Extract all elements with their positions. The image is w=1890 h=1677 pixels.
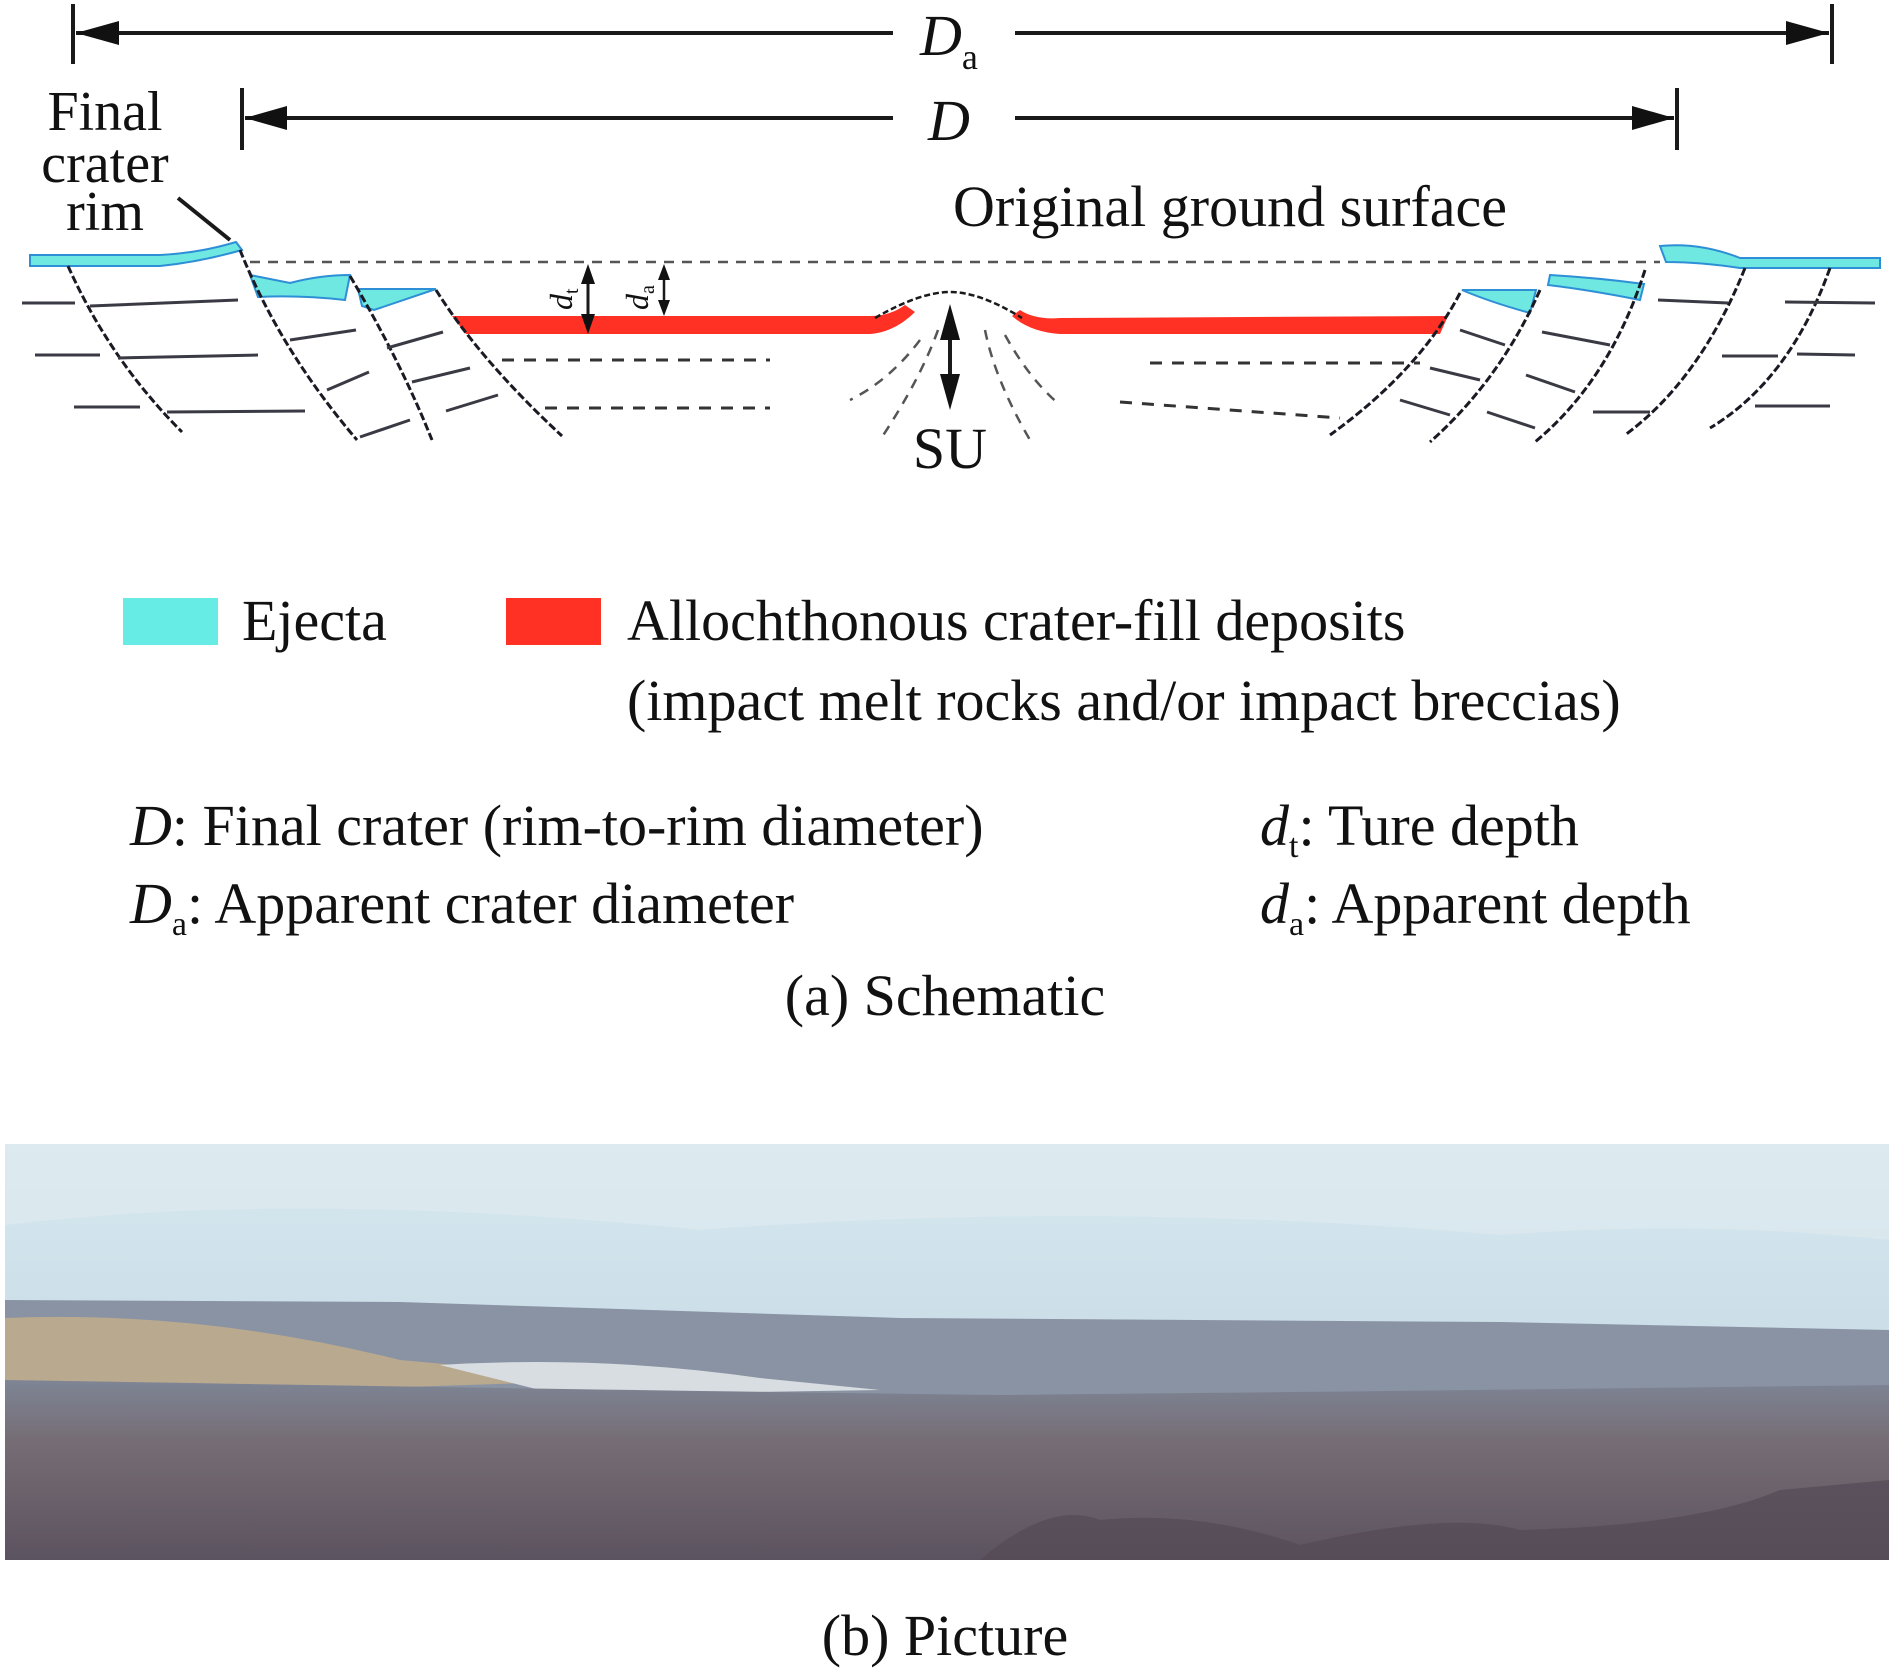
final-crater-rim-label: Final crater rim — [41, 81, 232, 243]
dt-label: dt — [543, 288, 583, 310]
ejecta-right-step2 — [1461, 289, 1538, 315]
layer-l3b — [166, 409, 306, 414]
da-right-arrowhead — [1786, 21, 1829, 45]
caption-a: (a) Schematic — [785, 963, 1105, 1028]
legend-swatch-crater-fill — [506, 598, 601, 645]
dt-arrow-down — [581, 314, 595, 334]
layer-r2 — [1429, 366, 1481, 382]
fault-l3 — [348, 275, 434, 441]
photo-clouds — [5, 1144, 1889, 1240]
central-uplift-dashes — [849, 329, 1061, 441]
crater-fill-right — [1012, 310, 1448, 334]
layer-l4 — [289, 328, 357, 342]
da-label: Da — [919, 3, 978, 77]
definitions: D: Final crater (rim-to-rim diameter) Da… — [129, 793, 1691, 943]
uplift-dash-4 — [1003, 334, 1061, 406]
fault-l2 — [238, 249, 359, 441]
ejecta-left-step1 — [248, 273, 352, 302]
layer-l6 — [359, 418, 411, 439]
definition-da-depth: da: Apparent depth — [1260, 871, 1691, 943]
da-arrow-up — [658, 264, 670, 280]
definition-d: D: Final crater (rim-to-rim diameter) — [129, 793, 984, 858]
d-left-arrowhead — [245, 106, 287, 130]
fault-blocks-left — [22, 249, 564, 441]
ejecta-right — [1461, 244, 1881, 315]
layer-r9 — [1796, 352, 1856, 357]
apparent-depth-arrow: da — [619, 264, 670, 316]
central-peak-outline — [874, 290, 1023, 320]
true-depth-arrow: dt — [543, 264, 595, 334]
fault-l1 — [66, 265, 184, 434]
su-arrow-up — [940, 304, 960, 340]
legend-label-crater-fill: Allochthonous crater-fill deposits — [627, 588, 1405, 653]
su-arrow — [940, 304, 960, 410]
layer-l1b — [89, 298, 239, 308]
layer-r3 — [1399, 398, 1451, 417]
original-ground-surface-label: Original ground surface — [953, 174, 1507, 239]
layer-r1 — [1459, 328, 1506, 347]
crater-photo — [5, 1144, 1889, 1560]
fault-l4 — [434, 289, 564, 438]
layer-r4 — [1541, 330, 1611, 347]
crater-fill-deposits — [452, 305, 1448, 334]
ejecta-right-outer — [1658, 244, 1881, 269]
layer-r10 — [1784, 300, 1876, 305]
legend-label-ejecta: Ejecta — [242, 588, 387, 653]
crater-fill-left — [452, 305, 915, 334]
ejecta-left-outer — [29, 240, 244, 267]
layer-r6 — [1486, 410, 1536, 430]
definition-da: Da: Apparent crater diameter — [129, 871, 794, 943]
dt-arrow-up — [581, 264, 595, 284]
photo-left-bluff — [5, 1316, 620, 1400]
apparent-diameter-dimension: Da — [71, 3, 1834, 77]
photo-foreground-ridges — [980, 1480, 1889, 1560]
su-arrow-down — [940, 374, 960, 410]
layer-l7 — [386, 330, 444, 350]
uplift-dash-2 — [878, 329, 940, 441]
su-label: SU — [913, 416, 987, 481]
ejecta-left-step2 — [356, 288, 437, 312]
definition-dt: dt: Ture depth — [1260, 793, 1579, 865]
layer-r5 — [1525, 373, 1576, 394]
da-depth-label: da — [619, 285, 659, 310]
layer-r7 — [1657, 298, 1729, 305]
da-arrow-down — [658, 300, 670, 316]
d-right-arrowhead — [1632, 106, 1674, 130]
ejecta-left — [29, 240, 437, 312]
svg-text:Final: Final — [47, 81, 162, 143]
layer-l8 — [411, 366, 471, 384]
svg-text:crater: crater — [41, 133, 169, 195]
fault-r1 — [1329, 292, 1462, 437]
final-diameter-dimension: D — [240, 88, 1679, 153]
svg-text:rim: rim — [66, 181, 144, 243]
fault-r5 — [1709, 267, 1832, 430]
photo-ground — [5, 1380, 1889, 1560]
d-label: D — [927, 88, 970, 153]
strata-dash-right-2 — [1119, 400, 1341, 420]
da-left-arrowhead — [76, 21, 119, 45]
fault-r2 — [1429, 289, 1542, 444]
layer-l2b — [117, 353, 259, 360]
uplift-dash-1 — [849, 339, 921, 402]
legend: Ejecta Allochthonous crater-fill deposit… — [123, 588, 1621, 733]
legend-swatch-ejecta — [123, 598, 218, 645]
layer-l9 — [445, 393, 499, 413]
fault-r4 — [1624, 267, 1747, 437]
layer-l5 — [326, 370, 370, 392]
fault-blocks-right — [1329, 267, 1876, 444]
fault-r3 — [1534, 269, 1647, 444]
uplift-dash-3 — [983, 329, 1032, 441]
ejecta-right-step1 — [1546, 273, 1646, 302]
legend-label-crater-fill-line2: (impact melt rocks and/or impact breccia… — [627, 668, 1621, 733]
rim-leader-line — [176, 196, 232, 242]
caption-b: (b) Picture — [822, 1603, 1068, 1668]
photo-pale-flat — [440, 1361, 880, 1395]
